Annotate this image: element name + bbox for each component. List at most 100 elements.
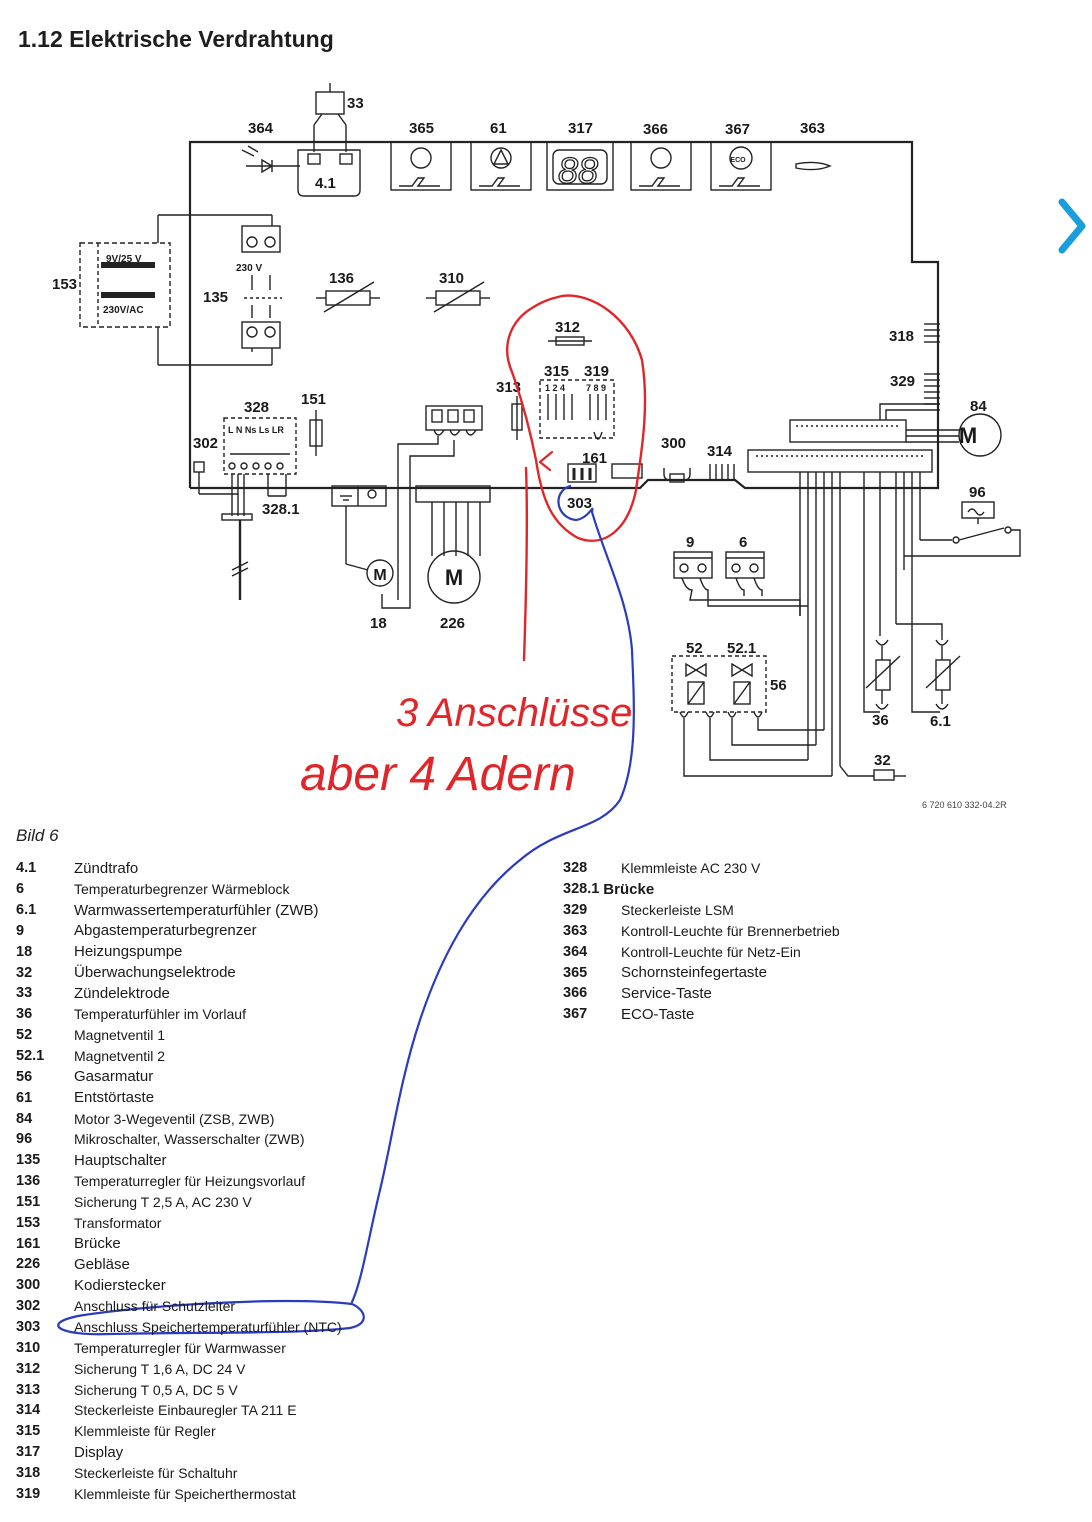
legend-number: 135 [16,1152,41,1169]
legend-number: 329 [563,902,588,919]
label-151: 151 [301,391,326,408]
legend-text: Temperaturfühler im Vorlauf [74,1006,246,1023]
legend-number: 328.1 [563,881,600,898]
label-eco: ECO [730,157,746,164]
label-226: 226 [440,615,465,632]
legend-text: Entstörtaste [74,1089,155,1107]
label-18: 18 [370,615,387,632]
legend-number: 84 [16,1110,33,1127]
legend-item: 303 Anschluss Speichertemperaturfühler (N… [16,1317,536,1338]
label-161: 161 [582,450,607,467]
annotation-line-2: aber 4 Adern [300,748,576,801]
legend-text: Klemmleiste für Speicherthermostat [74,1485,296,1502]
legend-number: 315 [16,1423,41,1440]
legend-text: Sicherung T 0,5 A, DC 5 V [74,1381,238,1398]
legend-text: Zündtrafo [74,859,139,877]
legend-text: Magnetventil 1 [74,1027,166,1044]
legend-item: 36 Temperaturfühler im Vorlauf [16,1004,536,1025]
motor-84-label: M [959,423,977,448]
legend-number: 314 [16,1402,41,1419]
legend-text: Abgastemperaturbegrenzer [74,922,257,940]
label-319: 319 [584,363,609,380]
legend-number: 313 [16,1381,41,1398]
legend-number: 9 [16,922,25,939]
label-84: 84 [970,398,987,415]
legend-number: 161 [16,1235,41,1252]
legend-number: 366 [563,985,588,1002]
legend-number: 33 [16,985,33,1002]
label-314: 314 [707,443,733,460]
legend-item: 135 Hauptschalter [16,1150,536,1171]
chevron-right-icon[interactable] [1056,196,1092,256]
legend-number: 136 [16,1173,41,1190]
legend-text: Brücke [603,880,655,898]
legend-text: Klemmleiste AC 230 V [621,860,761,877]
label-328: 328 [244,399,269,416]
label-6-1: 6.1 [930,713,951,730]
legend-number: 151 [16,1193,41,1210]
legend-number: 303 [16,1318,41,1335]
legend-text: Steckerleiste Einbauregler TA 211 E [74,1402,297,1419]
legend-number: 300 [16,1277,41,1294]
legend-number: 328 [563,860,588,877]
legend-number: 32 [16,964,33,981]
motor-226-label: M [445,565,463,590]
legend-text: Hauptschalter [74,1151,167,1169]
legend-number: 226 [16,1256,41,1273]
label-56: 56 [770,677,787,694]
label-135: 135 [203,289,228,306]
red-arrow [538,450,554,472]
legend-text: Anschluss für Schutzleiter [74,1298,236,1315]
legend-number: 365 [563,964,588,981]
legend-text: Überwachungselektrode [74,964,236,982]
label-52-1: 52.1 [727,640,756,657]
wiring-diagram: 33 364 365 61 317 366 367 363 4.1 153 13… [52,83,1021,810]
legend-text: Kontroll-Leuchte für Netz-Ein [621,943,801,960]
legend-text: Anschluss Speichertemperaturfühler (NTC) [74,1318,342,1335]
legend-item: 9 Abgastemperaturbegrenzer [16,921,536,942]
label-366: 366 [643,121,668,138]
label-365: 365 [409,120,434,137]
legend-text: Sicherung T 2,5 A, AC 230 V [74,1193,252,1210]
legend-number: 96 [16,1131,33,1148]
legend-text: Heizungspumpe [74,943,183,961]
label-310: 310 [439,270,464,287]
legend-text: Display [74,1443,124,1461]
legend-text: Temperaturbegrenzer Wärmeblock [74,881,290,898]
legend-number: 6.1 [16,902,37,919]
label-153: 153 [52,276,77,293]
label-363: 363 [800,120,825,137]
red-loop [506,294,647,662]
label-230v-ac: 230V/AC [103,305,144,316]
legend-number: 367 [563,1006,588,1023]
legend-item: 314 Steckerleiste Einbauregler TA 211 E [16,1400,536,1421]
legend-number: 36 [16,1006,33,1023]
legend-text: Service-Taste [621,984,712,1002]
legend-number: 363 [563,922,588,939]
label-328-1: 328.1 [262,501,300,518]
legend-text: Brücke [74,1235,121,1253]
legend-text: Motor 3-Wegeventil (ZSB, ZWB) [74,1110,275,1127]
label-52: 52 [686,640,703,657]
